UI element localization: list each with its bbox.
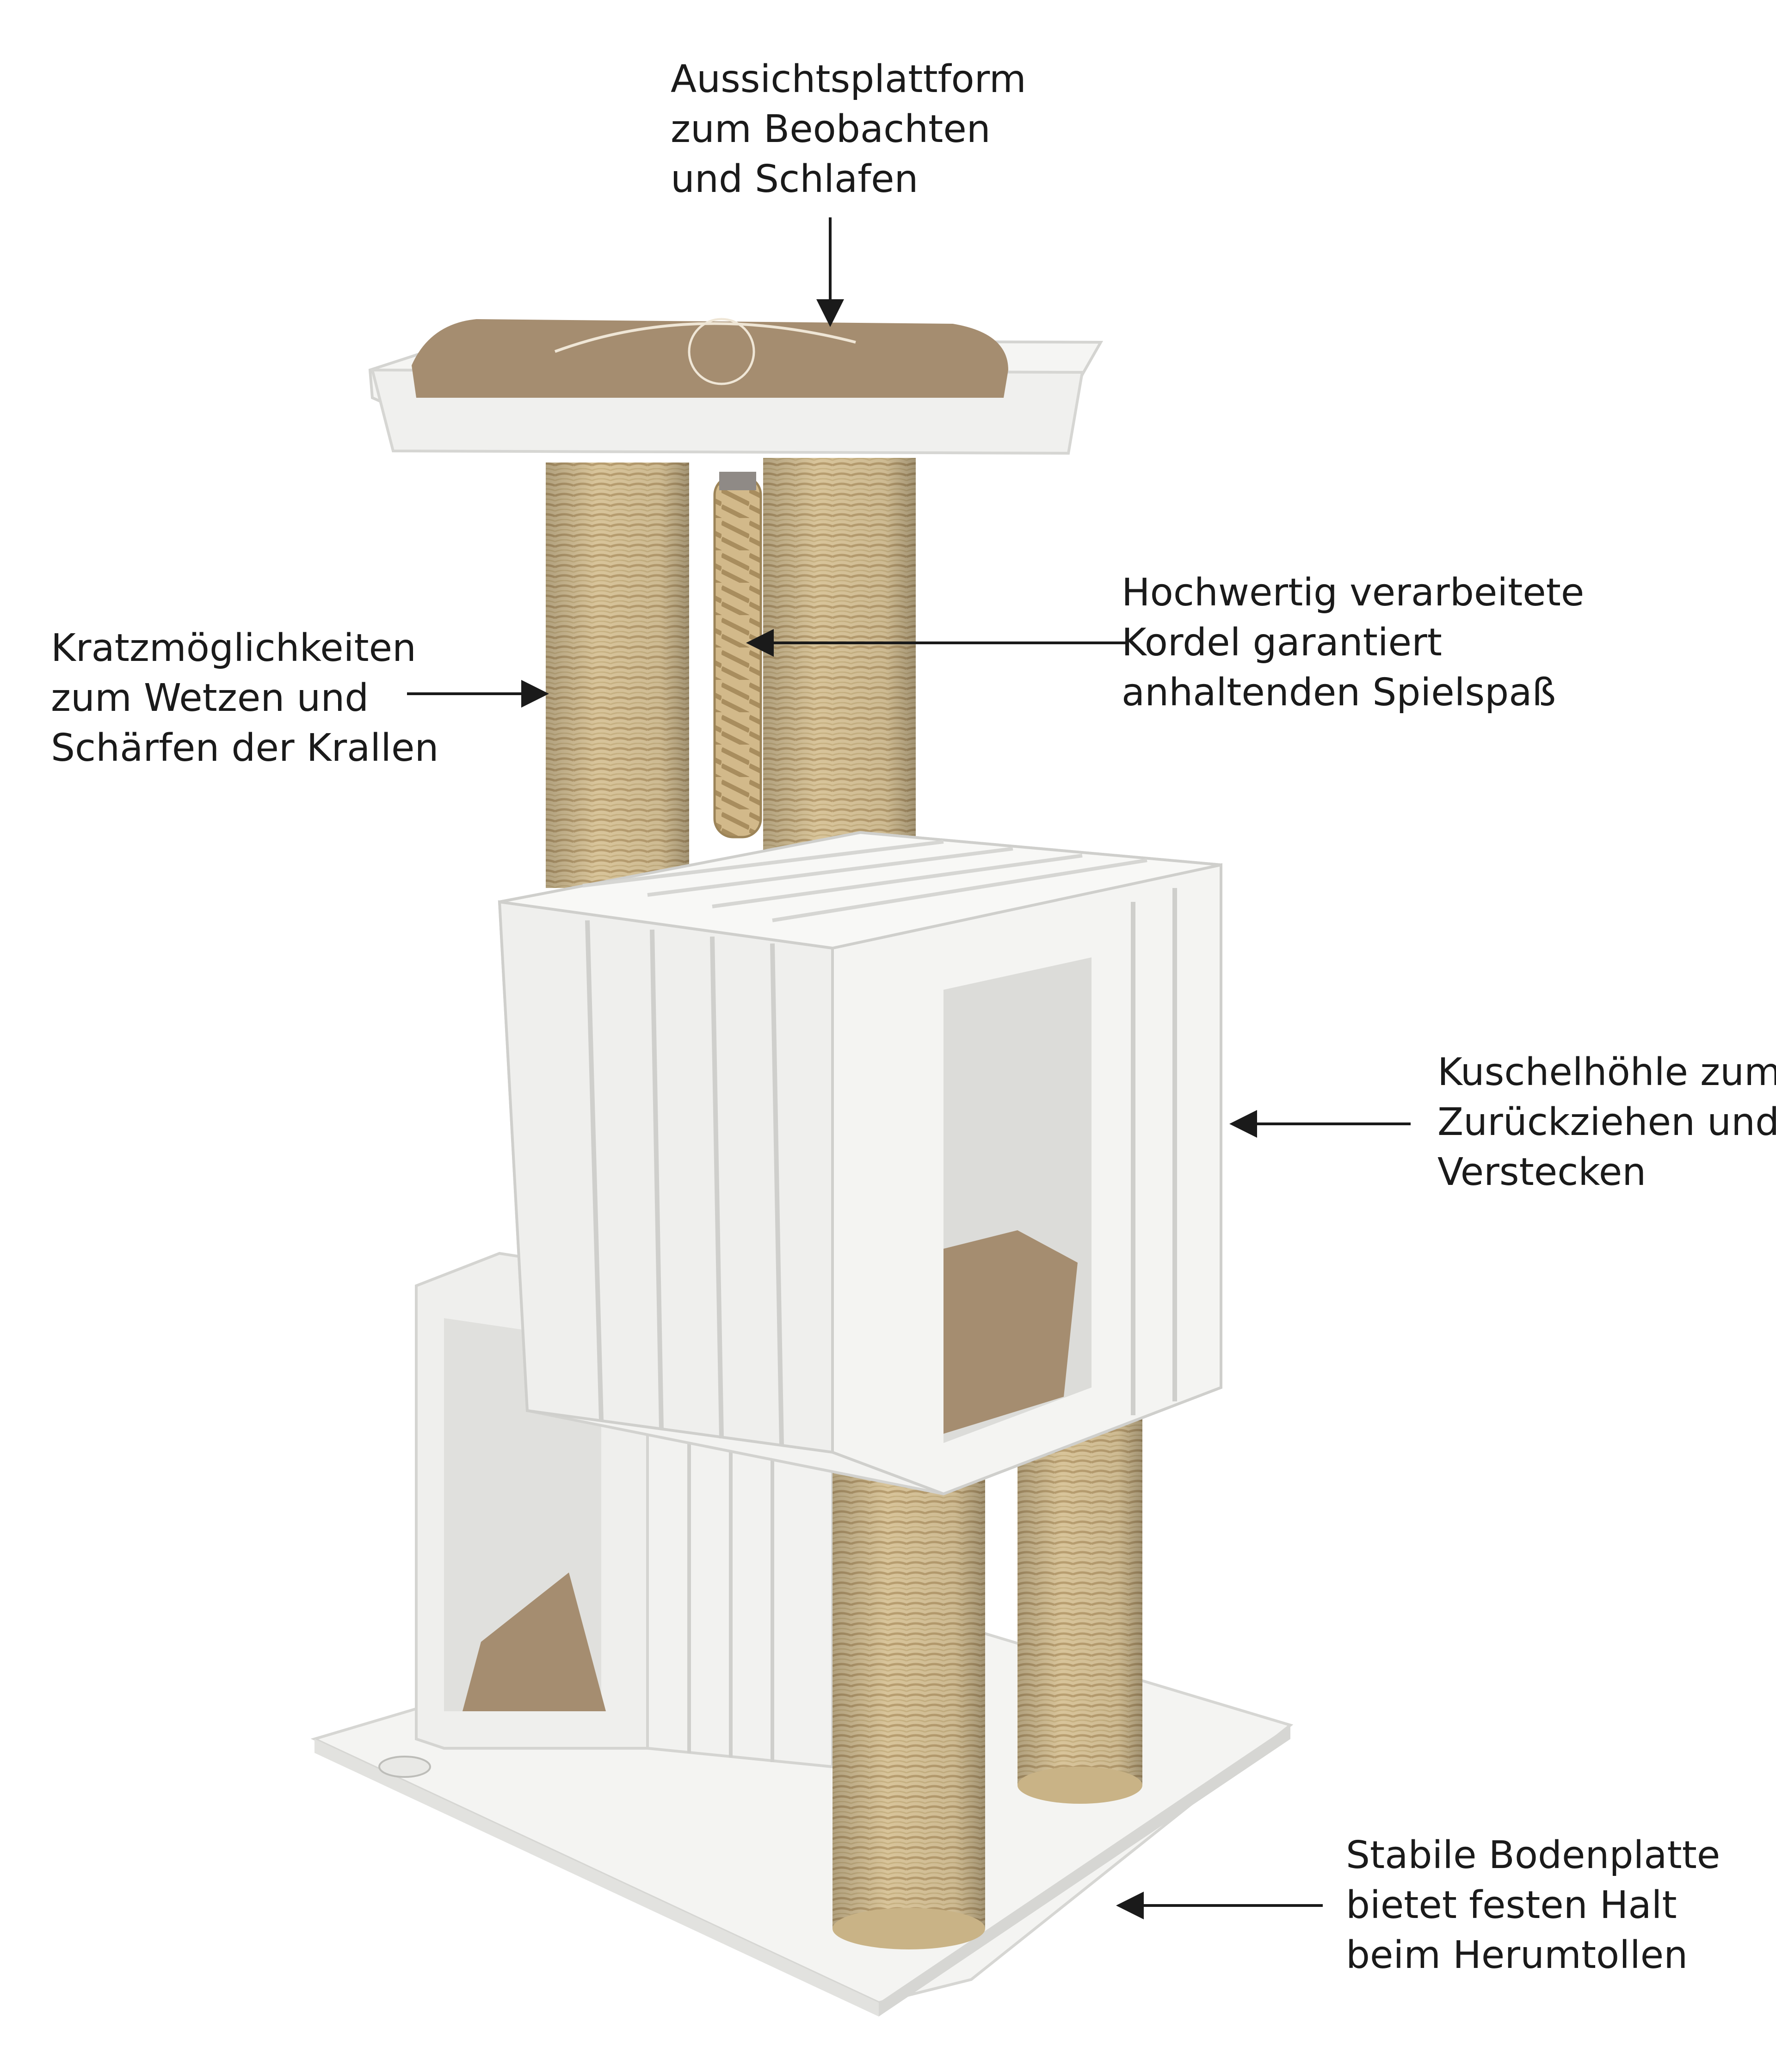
callout-line: Schärfen der Krallen [51,726,439,770]
brand-badge [378,1756,431,1778]
sisal-post-upper-right [763,458,916,865]
callout-line: Kratzmöglichkeiten [51,626,417,670]
callout-line: anhaltenden Spielspaß [1122,671,1556,715]
callout-line: Hochwertig verarbeitete [1122,571,1585,615]
platform-cushion [412,319,1008,398]
callout-line: Kuschelhöhle zum [1437,1050,1776,1094]
callout-line: beim Herumtollen [1346,1933,1688,1977]
callout-line: zum Wetzen und [51,676,369,720]
callout-line: Verstecken [1437,1150,1646,1194]
upper-crate [498,831,1222,1496]
lookout-platform [368,318,1104,455]
callout-cuddle-cave: Kuschelhöhle zum Zurückziehen und Verste… [1437,1048,1776,1197]
play-rope [713,472,762,839]
callout-base-plate: Stabile Bodenplatte bietet festen Halt b… [1346,1831,1720,1980]
callout-line: Aussichtsplattform [671,57,1026,101]
arrows [407,217,1411,1919]
callout-line: zum Beobachten [671,107,991,151]
sisal-post-upper-left [546,462,689,888]
callout-line: Zurückziehen und [1437,1100,1776,1144]
sisal-post-front [832,1466,985,1949]
callout-line: und Schlafen [671,157,919,201]
callout-line: Kordel garantiert [1122,621,1442,665]
callout-line: bietet festen Halt [1346,1883,1677,1927]
callout-play-rope: Hochwertig verarbeitete Kordel garantier… [1122,568,1584,718]
callout-scratching-posts: Kratzmöglichkeiten zum Wetzen und Schärf… [51,623,438,773]
callout-line: Stabile Bodenplatte [1346,1833,1720,1877]
callout-lookout-platform: Aussichtsplattform zum Beobachten und Sc… [671,55,1026,204]
